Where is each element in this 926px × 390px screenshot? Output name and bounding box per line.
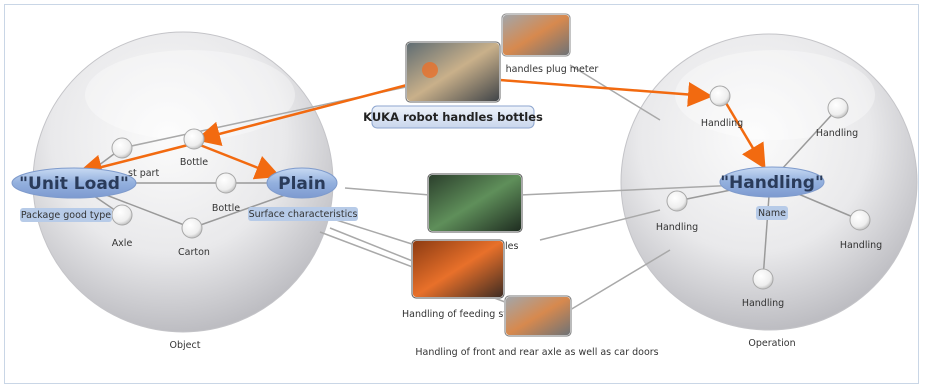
kuka-caption-label: KUKA robot handles bottles [363, 110, 543, 124]
op-leaf-label-left: Handling [656, 222, 698, 233]
unit-load-node[interactable]: "Unit Load" [11, 167, 137, 199]
thumbnail-feeding[interactable] [411, 239, 505, 299]
feeding-label: Handling of feeding st [402, 309, 507, 320]
package-good-type-label: Package good type [21, 210, 111, 221]
op-leaf-label-top: Handling [701, 118, 743, 129]
leaf-label-bottle-top: Bottle [180, 157, 208, 168]
arrow-kuka-to-bottle [195, 83, 408, 147]
operation-leaf-nodes[interactable] [666, 85, 871, 290]
thumbnail-plug-meter[interactable] [501, 13, 571, 57]
op-leaf-node-bottom [752, 268, 774, 290]
front-rear-label: Handling of front and rear axle as well … [415, 347, 658, 358]
package-good-type-badge [20, 208, 112, 222]
surface-characteristics-badge [248, 207, 358, 221]
leaf-node-axle [111, 204, 133, 226]
op-leaf-label-right: Handling [840, 240, 882, 251]
object-caption: Object [170, 340, 201, 351]
thumbnail-bottles[interactable] [427, 173, 523, 233]
name-badge [756, 206, 788, 220]
leaf-node-bottle-top [183, 128, 205, 150]
leaf-node-bottle [215, 172, 237, 194]
leaf-label-axle: Axle [112, 238, 133, 249]
thumbnail-kuka[interactable] [405, 41, 501, 103]
kuka-caption-box: KUKA robot handles bottles [363, 105, 543, 129]
operation-caption: Operation [748, 338, 795, 349]
leaf-label-carton: Carton [178, 247, 210, 258]
op-leaf-node-left [666, 190, 688, 212]
surface-characteristics-label: Surface characteristics [249, 209, 358, 220]
arrow-bottle-to-unit-load [77, 143, 189, 180]
unit-load-label: "Unit Load" [19, 174, 129, 194]
leaf-label-st-part: st part [128, 168, 159, 179]
plain-node[interactable]: Plain [266, 167, 338, 199]
arrow-bottle-to-plain [199, 143, 281, 180]
relation-arrows [77, 78, 766, 180]
leaf-node-carton [181, 217, 203, 239]
thumbnail-front-rear[interactable] [504, 295, 572, 337]
middle-partial-label: les [505, 241, 518, 252]
object-sphere [32, 31, 334, 333]
handling-main-label: "Handling" [720, 173, 824, 193]
leaf-node-st-part [111, 137, 133, 159]
arrow-handling-to-main [724, 102, 766, 170]
arrow-kuka-to-handling [499, 78, 713, 107]
plain-label: Plain [278, 174, 326, 194]
name-label: Name [758, 208, 786, 219]
op-leaf-label-bottom: Handling [742, 298, 784, 309]
object-leaf-nodes[interactable] [111, 128, 237, 239]
op-leaf-label-right-top: Handling [816, 128, 858, 139]
handling-node[interactable]: "Handling" [719, 166, 825, 198]
op-leaf-node-top [709, 85, 731, 107]
op-leaf-node-right [849, 209, 871, 231]
leaf-label-bottle: Bottle [212, 203, 240, 214]
op-leaf-node-right-top [827, 97, 849, 119]
plug-meter-label: handles plug meter [506, 64, 599, 75]
